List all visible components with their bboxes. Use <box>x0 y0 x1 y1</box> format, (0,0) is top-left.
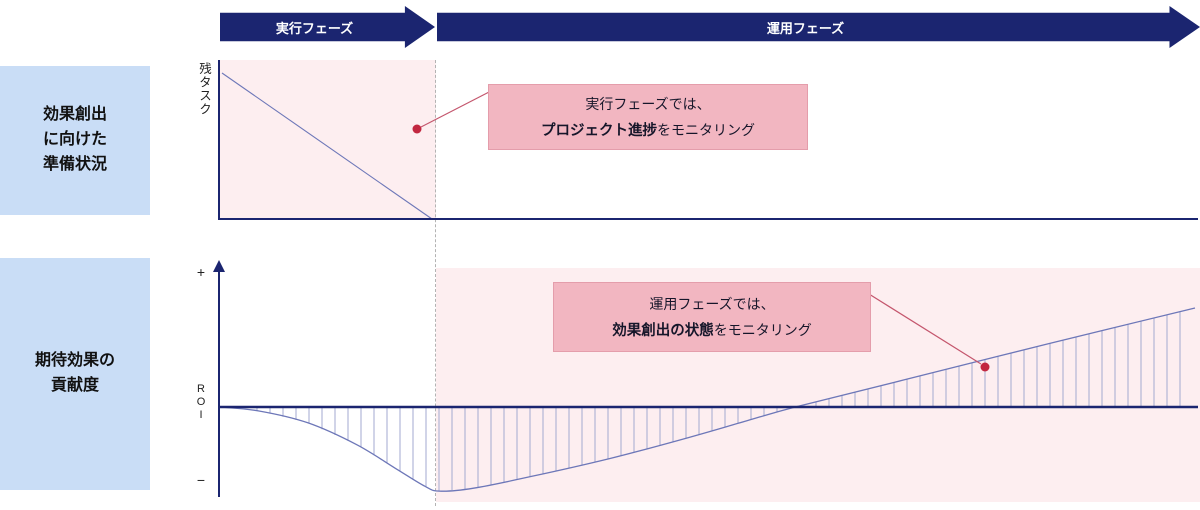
row-label-expected-effect: 期待効果の 貢献度 <box>0 258 150 490</box>
execution-callout-keyword: プロジェクト進捗 <box>541 123 657 139</box>
phase-label-execution: 実行フェーズ <box>275 20 354 36</box>
execution-phase-region <box>219 60 436 219</box>
operation-callout-keyword: 効果創出の状態 <box>612 323 714 339</box>
phase-arrow-operation: 運用フェーズ <box>437 6 1200 48</box>
execution-callout-line2: プロジェクト進捗をモニタリング <box>541 119 755 140</box>
operation-callout: 運用フェーズでは、 効果創出の状態をモニタリング <box>553 282 871 352</box>
roi-plus-label: + <box>196 264 206 280</box>
remaining-tasks-axis-label: 残タスク <box>197 62 211 116</box>
operation-callout-line2: 効果創出の状態をモニタリング <box>612 319 812 340</box>
execution-callout: 実行フェーズでは、 プロジェクト進捗をモニタリング <box>488 84 808 150</box>
roi-axis-label: R O I <box>196 383 206 422</box>
execution-callout-suffix: をモニタリング <box>657 122 755 138</box>
execution-callout-line1: 実行フェーズでは、 <box>585 96 711 112</box>
phase-separator-line <box>435 60 436 506</box>
operation-callout-line1: 運用フェーズでは、 <box>649 296 775 312</box>
operation-callout-suffix: をモニタリング <box>713 322 812 338</box>
roi-minus-label: − <box>196 472 206 488</box>
phase-label-operation: 運用フェーズ <box>766 20 845 36</box>
row-label-preparation-status: 効果創出 に向けた 準備状況 <box>0 66 150 215</box>
y-axis-arrowhead <box>213 260 225 272</box>
phase-arrow-execution: 実行フェーズ <box>220 6 435 48</box>
